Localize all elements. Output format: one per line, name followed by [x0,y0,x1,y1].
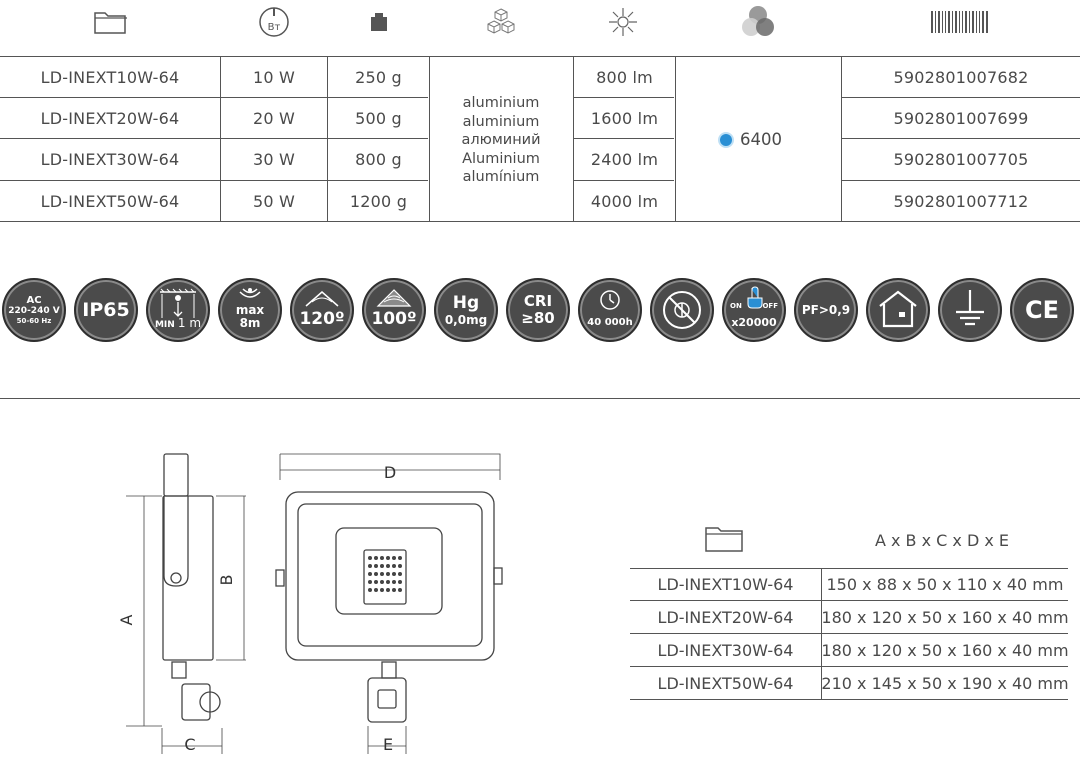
label-c: C [184,735,195,754]
dim-size: 150 x 88 x 50 x 110 x 40 mm [826,575,1064,594]
color-temperature-icon [738,2,778,42]
dim-model: LD-INEXT50W-64 [657,673,794,693]
dim-size: 180 x 120 x 50 x 160 x 40 mm [821,640,1069,660]
dim-model: LD-INEXT20W-64 [657,607,794,627]
section-divider [0,398,1080,399]
dim-model: LD-INEXT30W-64 [657,640,794,660]
spec-model: LD-INEXT20W-64 [40,108,180,128]
label-e: E [383,735,393,754]
spec-ean: 5902801007699 [893,108,1029,128]
no-dimming-badge [650,278,714,342]
spec-ean: 5902801007712 [893,191,1029,211]
color-dot-icon [720,133,732,146]
power-factor-badge: PF>0,9 [794,278,858,342]
grounding-badge [938,278,1002,342]
dimension-drawing: A B C D E [120,453,503,754]
lifetime-badge: 40 000h [578,278,642,342]
spec-model: LD-INEXT50W-64 [40,191,180,211]
barcode-icon [928,2,992,42]
color-temperature: 6400 [720,130,782,149]
luminous-flux-icon [606,2,640,42]
folder-icon [92,2,130,42]
no-dimming-icon [663,291,701,329]
spec-model: LD-INEXT30W-64 [40,150,180,169]
dim-model: LD-INEXT10W-64 [657,575,794,594]
beam-angle-badge: 100º [362,278,426,342]
dim-size: 210 x 145 x 50 x 190 x 40 mm [821,673,1069,693]
spec-weight: 1200 g [349,191,408,211]
spec-weight: 500 g [355,108,402,128]
spec-power: 30 W [252,150,296,169]
cri-badge: CRI ≥80 [506,278,570,342]
label-b: B [217,575,236,586]
dimensions-header: A x B x C x D x E [874,530,1010,550]
ce-mark-badge: CE [1010,278,1074,342]
ip-rating-badge: IP65 [74,278,138,342]
weight-icon [368,2,390,42]
sensor-range-badge: max 8m [218,278,282,342]
indoor-use-icon [879,290,917,328]
label-a: A [120,614,136,625]
indoor-use-badge [866,278,930,342]
spec-model: LD-INEXT10W-64 [40,67,180,87]
svg-text:Вт: Вт [268,22,281,33]
spec-lumen: 800 lm [596,67,653,87]
spec-ean: 5902801007705 [893,150,1029,169]
label-d: D [384,463,396,482]
ground-icon [956,290,984,326]
power-watt-icon: Вт [256,2,292,42]
voltage-badge: AC 220-240 V 50-60 Hz [2,278,66,342]
folder-icon [704,524,746,558]
mercury-badge: Hg 0,0mg [434,278,498,342]
material-cubes-icon [484,2,518,42]
spec-power: 50 W [252,191,296,211]
spec-lumen: 2400 lm [590,150,659,169]
spec-power: 10 W [252,67,296,87]
sensor-height-badge: MIN 1 m [146,278,210,342]
spec-power: 20 W [252,108,296,128]
sensor-angle-badge: 120º [290,278,354,342]
spec-lumen: 4000 lm [590,191,659,211]
spec-lumen: 1600 lm [590,108,659,128]
switching-cycles-badge: ON OFF x20000 [722,278,786,342]
spec-weight: 250 g [355,67,402,87]
dim-size: 180 x 120 x 50 x 160 x 40 mm [821,607,1069,627]
material-list: aluminium aluminium алюминий Aluminium a… [461,95,541,185]
spec-ean: 5902801007682 [893,67,1029,87]
spec-weight: 800 g [355,150,402,169]
